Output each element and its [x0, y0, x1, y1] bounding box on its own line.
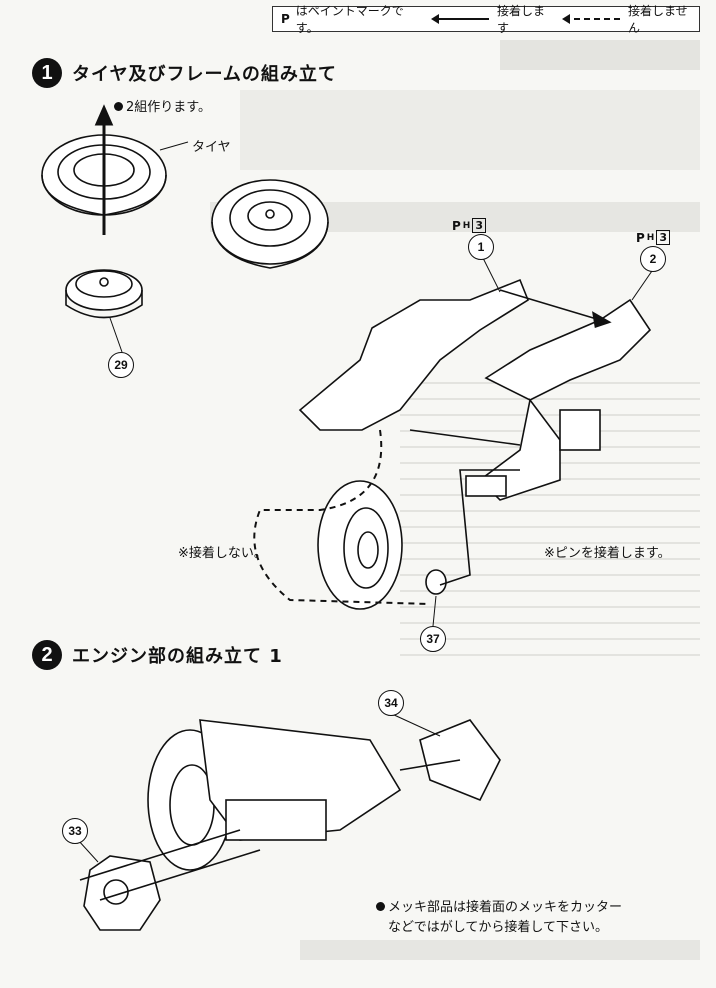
part-callout: 34 [378, 690, 404, 716]
rear-wheel-drawing [317, 480, 403, 610]
engine-assembly-drawing [83, 719, 501, 931]
hub-drawing [65, 269, 143, 319]
frame-drawing [298, 278, 652, 501]
step-1-header: 1 タイヤ及びフレームの組み立て [32, 58, 337, 88]
tire-label: タイヤ [192, 140, 231, 155]
part-callout: 29 [108, 352, 134, 378]
step-title: エンジン部の組み立て 1 [72, 646, 283, 667]
no-glue-note: ※接着しない。 [178, 546, 267, 561]
footnote-line-2: などではがしてから接着して下さい。 [388, 920, 608, 935]
arrow-left-icon [431, 14, 489, 24]
paint-mark-label: はペイントマークです。 [295, 4, 404, 35]
make-two-note: 2組作ります。 [114, 96, 211, 115]
step-number: 1 [32, 58, 62, 88]
part-callout: 33 [62, 818, 88, 844]
part-callout: 1 [468, 234, 494, 260]
dashed-arrow-left-icon [562, 14, 620, 24]
part-callout: 37 [420, 626, 446, 652]
step-2-header: 2 エンジン部の組み立て 1 [32, 640, 283, 670]
washer-drawing [425, 569, 447, 595]
plating-footnote: メッキ部品は接着面のメッキをカッター などではがしてから接着して下さい。 [376, 898, 622, 938]
pin-glue-note: ※ピンを接着します。 [544, 546, 671, 561]
bullet-icon [114, 102, 123, 111]
paint-mark-symbol: P [281, 12, 290, 26]
bullet-icon [376, 902, 385, 911]
part-callout: 2 [640, 246, 666, 272]
assembled-wheel-drawing [211, 179, 329, 269]
step-title: タイヤ及びフレームの組み立て [72, 64, 337, 85]
footnote-line-1: メッキ部品は接着面のメッキをカッター [388, 900, 623, 915]
arrow-up-icon [94, 104, 114, 126]
no-glue-label: 接着しません [628, 4, 688, 35]
glue-label: 接着します [496, 4, 545, 35]
legend-box: P はペイントマークです。 接着します 接着しません [272, 4, 700, 35]
step-number: 2 [32, 640, 62, 670]
make-two-text: 2組作ります。 [126, 100, 211, 115]
